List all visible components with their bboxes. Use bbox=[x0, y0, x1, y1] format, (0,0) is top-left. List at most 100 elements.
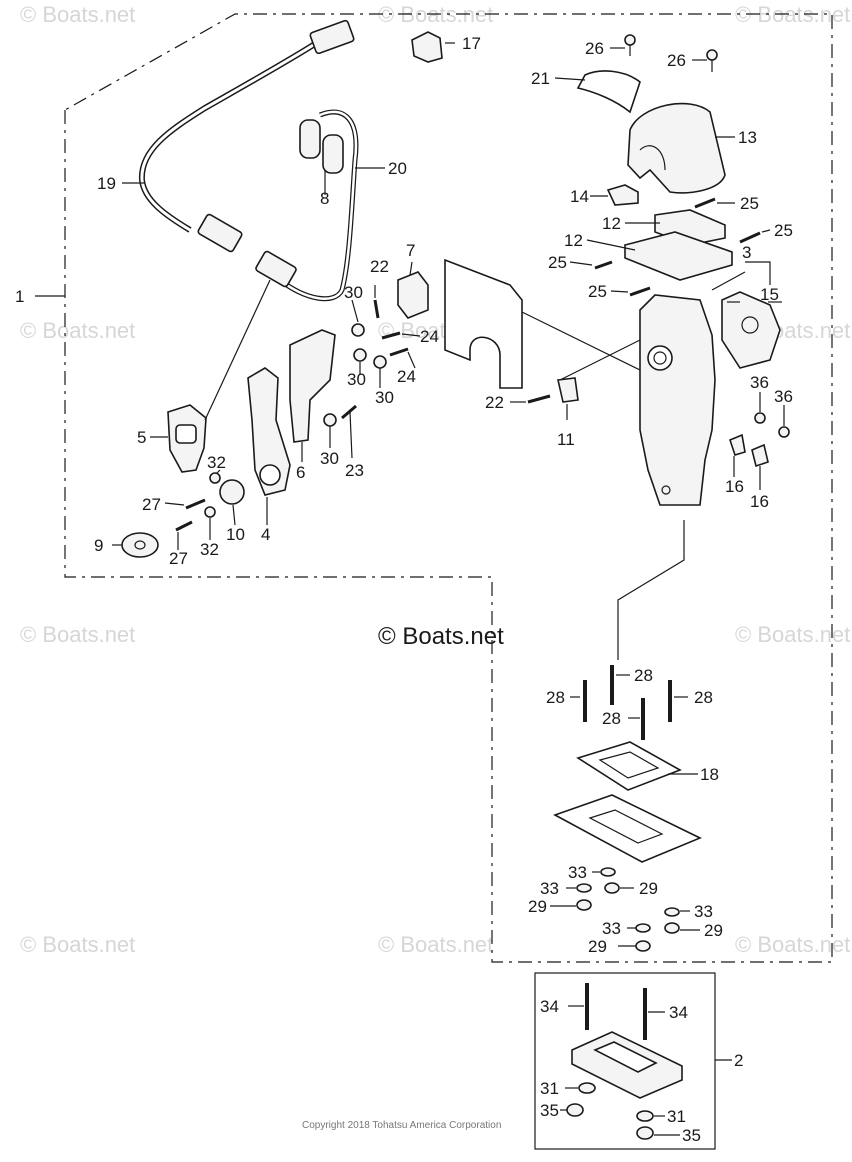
part-housing-3 bbox=[639, 294, 716, 506]
callout-10: 10 bbox=[226, 525, 245, 544]
watermark: © Boats.net bbox=[20, 318, 135, 343]
part-11 bbox=[557, 377, 579, 403]
part-base-plate bbox=[553, 794, 702, 863]
callout-8: 8 bbox=[320, 189, 329, 208]
callout-28: 28 bbox=[602, 709, 621, 728]
callout-36: 36 bbox=[774, 387, 793, 406]
callout-35: 35 bbox=[682, 1126, 701, 1145]
callout-32: 32 bbox=[200, 540, 219, 559]
callout-12: 12 bbox=[564, 231, 583, 250]
part-bolt-28 bbox=[583, 665, 672, 740]
callout-23: 23 bbox=[345, 461, 364, 480]
callout-19: 19 bbox=[97, 174, 116, 193]
callout-34: 34 bbox=[540, 997, 559, 1016]
callout-16: 16 bbox=[725, 477, 744, 496]
callout-25: 25 bbox=[548, 253, 567, 272]
part-harness-19 bbox=[138, 19, 355, 253]
part-clip-36 bbox=[754, 412, 790, 438]
callout-29: 29 bbox=[528, 897, 547, 916]
callout-30: 30 bbox=[347, 370, 366, 389]
callout-15: 15 bbox=[760, 285, 779, 304]
callout-labels: 1 2 3 4 5 6 7 8 9 10 11 12 12 13 14 15 1… bbox=[15, 34, 793, 1145]
watermark-center: © Boats.net bbox=[378, 623, 504, 650]
callout-33: 33 bbox=[694, 902, 713, 921]
callout-13: 13 bbox=[738, 128, 757, 147]
callout-26: 26 bbox=[585, 39, 604, 58]
part-washer-33 bbox=[576, 867, 680, 933]
part-gasket-18 bbox=[576, 741, 682, 791]
callout-9: 9 bbox=[94, 536, 103, 555]
part-bolt-24 bbox=[381, 331, 409, 357]
callout-33: 33 bbox=[602, 919, 621, 938]
watermark: © Boats.net bbox=[20, 622, 135, 647]
callout-25: 25 bbox=[588, 282, 607, 301]
callout-31: 31 bbox=[667, 1107, 686, 1126]
callout-31: 31 bbox=[540, 1079, 559, 1098]
copyright-text: Copyright 2018 Tohatsu America Corporati… bbox=[302, 1120, 501, 1131]
callout-2: 2 bbox=[734, 1051, 743, 1070]
callout-17: 17 bbox=[462, 34, 481, 53]
callout-32: 32 bbox=[207, 453, 226, 472]
callout-27: 27 bbox=[142, 495, 161, 514]
callout-30: 30 bbox=[375, 388, 394, 407]
callout-4: 4 bbox=[261, 525, 270, 544]
callout-30: 30 bbox=[344, 283, 363, 302]
part-bolt-23 bbox=[341, 404, 357, 420]
callout-25: 25 bbox=[740, 194, 759, 213]
part-washer-31 bbox=[578, 1082, 654, 1122]
callout-36: 36 bbox=[750, 373, 769, 392]
callout-29: 29 bbox=[639, 879, 658, 898]
callout-24: 24 bbox=[397, 367, 416, 386]
callout-28: 28 bbox=[634, 666, 653, 685]
part-14 bbox=[606, 184, 639, 206]
callout-11: 11 bbox=[557, 430, 575, 449]
part-screw-27 bbox=[175, 498, 206, 532]
part-screw-26 bbox=[624, 34, 718, 72]
callout-22: 22 bbox=[485, 393, 504, 412]
part-nut-29 bbox=[576, 882, 680, 952]
part-15 bbox=[721, 291, 781, 369]
part-cover-13 bbox=[627, 102, 726, 194]
callout-35: 35 bbox=[540, 1101, 559, 1120]
part-grommet-9 bbox=[121, 532, 159, 558]
part-nut-35 bbox=[566, 1103, 654, 1140]
leader-housing-to-base bbox=[617, 520, 685, 660]
callout-30: 30 bbox=[320, 449, 339, 468]
callout-16: 16 bbox=[750, 492, 769, 511]
callout-3: 3 bbox=[742, 243, 751, 262]
callout-28: 28 bbox=[546, 688, 565, 707]
callout-18: 18 bbox=[700, 765, 719, 784]
part-screw-25 bbox=[594, 197, 761, 297]
callout-27: 27 bbox=[169, 549, 188, 568]
leader-lines bbox=[35, 42, 785, 1136]
part-washer-32 bbox=[204, 472, 221, 518]
callout-5: 5 bbox=[137, 428, 146, 447]
callout-14: 14 bbox=[570, 187, 589, 206]
watermark: © Boats.net bbox=[735, 622, 850, 647]
callout-26: 26 bbox=[667, 51, 686, 70]
assembly-box-2 bbox=[534, 972, 716, 1150]
part-bolt-34 bbox=[585, 983, 647, 1040]
part-7 bbox=[397, 271, 429, 319]
callout-22: 22 bbox=[370, 257, 389, 276]
part-bracket-6 bbox=[289, 329, 336, 443]
callout-34: 34 bbox=[669, 1003, 688, 1022]
callout-29: 29 bbox=[704, 921, 723, 940]
watermark: © Boats.net bbox=[735, 932, 850, 957]
callout-25: 25 bbox=[774, 221, 793, 240]
part-10 bbox=[219, 479, 245, 505]
part-lever-4 bbox=[247, 367, 291, 496]
callout-24: 24 bbox=[420, 327, 439, 346]
callout-1: 1 bbox=[15, 287, 24, 306]
callout-28: 28 bbox=[694, 688, 713, 707]
callout-29: 29 bbox=[588, 937, 607, 956]
callout-7: 7 bbox=[406, 241, 415, 260]
callout-33: 33 bbox=[540, 879, 559, 898]
watermark: © Boats.net bbox=[20, 932, 135, 957]
part-21 bbox=[576, 70, 641, 114]
callout-33: 33 bbox=[568, 863, 587, 882]
part-plate-12 bbox=[624, 231, 733, 281]
part-harness-20 bbox=[255, 109, 359, 302]
part-17 bbox=[411, 31, 443, 63]
